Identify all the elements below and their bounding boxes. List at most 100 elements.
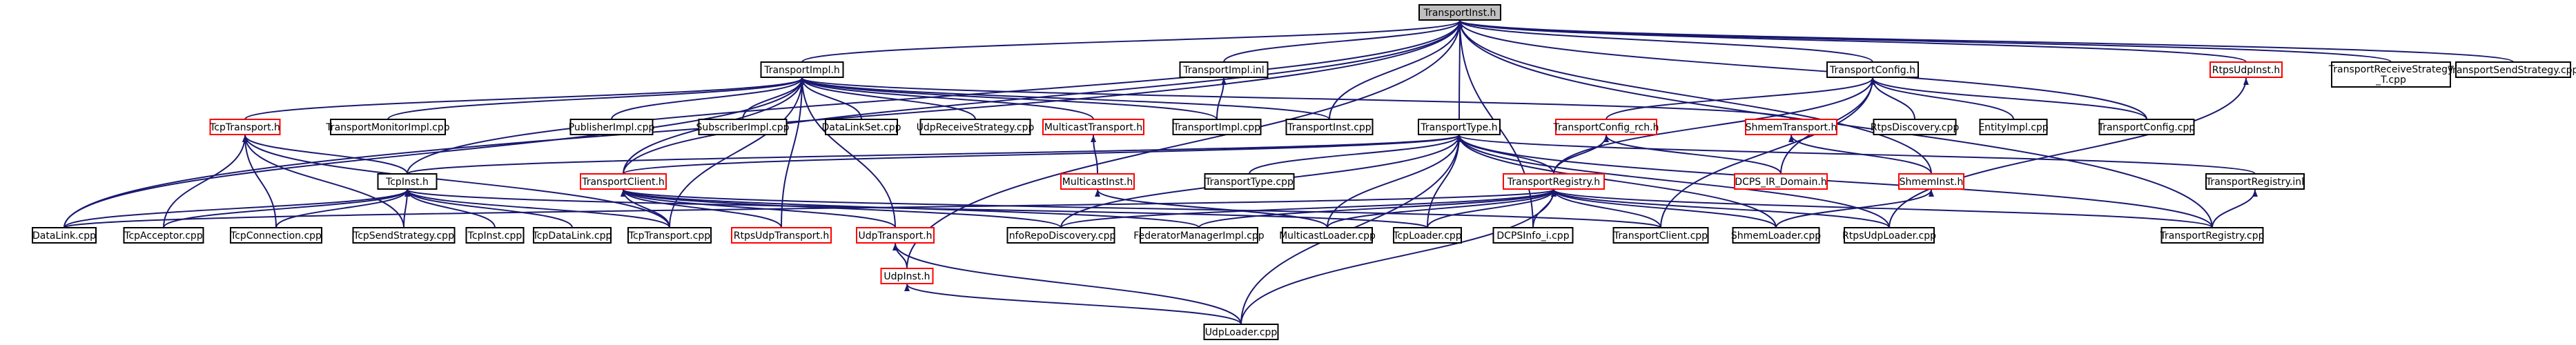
node-transport-client-h[interactable]: TransportClient.h [580, 173, 667, 190]
dependency-edge [799, 77, 896, 228]
node-data-link-set-cpp[interactable]: DataLinkSet.cpp [821, 119, 901, 135]
node-data-link-cpp[interactable]: DataLink.cpp [32, 227, 97, 244]
node-transport-impl-inl[interactable]: TransportImpl.inl [1179, 61, 1269, 78]
node-box [533, 227, 612, 244]
node-rtps-discovery-cpp[interactable]: RtpsDiscovery.cpp [1871, 119, 1960, 135]
node-box [2205, 173, 2305, 190]
node-dcps-ir-domain-h[interactable]: DCPS_IR_Domain.h [1734, 173, 1828, 190]
dependency-edge [1457, 20, 2147, 120]
node-transport-inst-cpp[interactable]: TransportInst.cpp [1285, 119, 1374, 135]
node-multicast-transport-h[interactable]: MulticastTransport.h [1042, 119, 1144, 135]
node-label: TransportType.h [1420, 122, 1497, 133]
node-shmem-loader-cpp[interactable]: ShmemLoader.cpp [1731, 227, 1821, 244]
node-udp-loader-cpp[interactable]: UdpLoader.cpp [1203, 324, 1279, 340]
node-transport-type-cpp[interactable]: TransportType.cpp [1204, 173, 1295, 190]
node-transport-impl-h[interactable]: TransportImpl.h [760, 61, 844, 78]
dependency-edge [163, 189, 410, 228]
node-box [209, 119, 281, 135]
node-udp-inst-h[interactable]: UdpInst.h [880, 268, 934, 284]
node-tcp-send-strategy-cpp[interactable]: TcpSendStrategy.cpp [352, 227, 456, 244]
node-box [825, 119, 898, 135]
node-label: TransportConfig.cpp [2098, 122, 2196, 133]
node-box [1503, 173, 1605, 190]
node-box [1979, 119, 2048, 135]
node-shmem-transport-h[interactable]: ShmemTransport.h [1745, 119, 1837, 135]
node-dcps-info-i-cpp[interactable]: DCPSInfo_i.cpp [1492, 227, 1574, 244]
node-box [1060, 173, 1135, 190]
node-udp-receive-strategy-cpp[interactable]: UdpReceiveStrategy.cpp [917, 119, 1035, 135]
node-rtps-udp-inst-h[interactable]: RtpsUdpInst.h [2209, 61, 2283, 78]
node-label: TransportImpl.inl [1182, 65, 1264, 76]
node-box [1282, 227, 1373, 244]
node-label: TransportClient.cpp [1613, 230, 1708, 241]
node-transport-client-cpp[interactable]: TransportClient.cpp [1612, 227, 1709, 244]
node-label: TcpDataLink.cpp [532, 230, 612, 241]
node-transport-monitor-impl-cpp[interactable]: TransportMonitorImpl.cpp [325, 119, 450, 135]
dependency-edge [404, 189, 573, 228]
node-transport-send-strategy-cpp[interactable]: TransportSendStrategy.cpp [2448, 61, 2576, 78]
node-label: TransportImpl.h [763, 65, 840, 76]
node-rtps-udp-transport-h[interactable]: RtpsUdpTransport.h [731, 227, 832, 244]
dependency-edge [1889, 77, 2249, 228]
dependency-edge [1606, 77, 1875, 120]
node-federator-manager-impl-cpp[interactable]: FederatorManagerImpl.cpp [1133, 227, 1265, 244]
node-label: TcpInst.h [385, 177, 429, 188]
node-label: UdpReceiveStrategy.cpp [917, 122, 1035, 133]
dependency-edge [1456, 135, 2256, 175]
node-box [627, 227, 712, 244]
node-box [1204, 173, 1295, 190]
node-box [1140, 227, 1258, 244]
node-box [1042, 119, 1144, 135]
node-label: MulticastLoader.cpp [1279, 230, 1376, 241]
node-box [2331, 61, 2451, 88]
node-tcp-connection-cpp[interactable]: TcpConnection.cpp [230, 227, 322, 244]
node-tcp-data-link-cpp[interactable]: TcpDataLink.cpp [532, 227, 612, 244]
node-subscriber-impl-cpp[interactable]: SubscriberImpl.cpp [696, 119, 790, 135]
dependency-edge [669, 77, 805, 228]
dependency-edge [799, 77, 1792, 120]
dependency-edge [1775, 189, 1934, 228]
node-udp-transport-h[interactable]: UdpTransport.h [856, 227, 935, 244]
node-tcp-loader-cpp[interactable]: TcpLoader.cpp [1392, 227, 1462, 244]
node-multicast-inst-h[interactable]: MulticastInst.h [1060, 173, 1135, 190]
dependency-edge [1095, 189, 1328, 228]
node-transport-registry-cpp[interactable]: TransportRegistry.cpp [2160, 227, 2265, 244]
node-transport-config-cpp[interactable]: TransportConfig.cpp [2098, 119, 2196, 135]
node-box [731, 227, 832, 244]
dependency-edge [892, 243, 1242, 325]
node-rtps-udp-loader-cpp[interactable]: RtpsUdpLoader.cpp [1842, 227, 1936, 244]
node-box [1612, 227, 1709, 244]
node-tcp-acceptor-cpp[interactable]: TcpAcceptor.cpp [123, 227, 204, 244]
node-transport-type-h[interactable]: TransportType.h [1418, 119, 1501, 135]
node-label: TcpInst.cpp [467, 230, 523, 241]
node-tcp-inst-h[interactable]: TcpInst.h [377, 173, 438, 190]
node-tcp-transport-cpp[interactable]: TcpTransport.cpp [627, 227, 712, 244]
node-tcp-inst-cpp[interactable]: TcpInst.cpp [465, 227, 525, 244]
dependency-edge [906, 20, 1463, 269]
node-shmem-inst-h[interactable]: ShmemInst.h [1898, 173, 1964, 190]
node-transport-registry-inl[interactable]: TransportRegistry.inl [2205, 173, 2305, 190]
node-box [569, 119, 654, 135]
node-transport-config-rch-h[interactable]: TransportConfig_rch.h [1553, 119, 1659, 135]
node-label: RtpsUdpLoader.cpp [1842, 230, 1936, 241]
node-publisher-impl-cpp[interactable]: PublisherImpl.cpp [569, 119, 655, 135]
node-label: TransportConfig_rch.h [1553, 122, 1659, 133]
node-tcp-transport-h[interactable]: TcpTransport.h [209, 119, 281, 135]
node-transport-receive-strategy-t-cpp[interactable]: TransportReceiveStrategy_T.cpp [2328, 61, 2454, 88]
node-multicast-loader-cpp[interactable]: MulticastLoader.cpp [1279, 227, 1376, 244]
node-transport-impl-cpp[interactable]: TransportImpl.cpp [1172, 119, 1262, 135]
node-transport-config-h[interactable]: TransportConfig.h [1826, 61, 1919, 78]
node-label: TransportRegistry.inl [2205, 177, 2304, 188]
node-transport-registry-h[interactable]: TransportRegistry.h [1503, 173, 1605, 190]
node-label: TcpSendStrategy.cpp [353, 230, 454, 241]
node-info-repo-discovery-cpp[interactable]: InfoRepoDiscovery.cpp [1006, 227, 1116, 244]
node-entity-impl-cpp[interactable]: EntityImpl.cpp [1978, 119, 2049, 135]
dependency-edge [1457, 20, 1873, 63]
dependency-edge [2212, 189, 2258, 228]
node-box [230, 227, 322, 244]
dependency-edge [242, 135, 404, 228]
node-box [2455, 61, 2571, 78]
dependency-edge [1457, 20, 2392, 63]
node-box [1734, 173, 1828, 190]
